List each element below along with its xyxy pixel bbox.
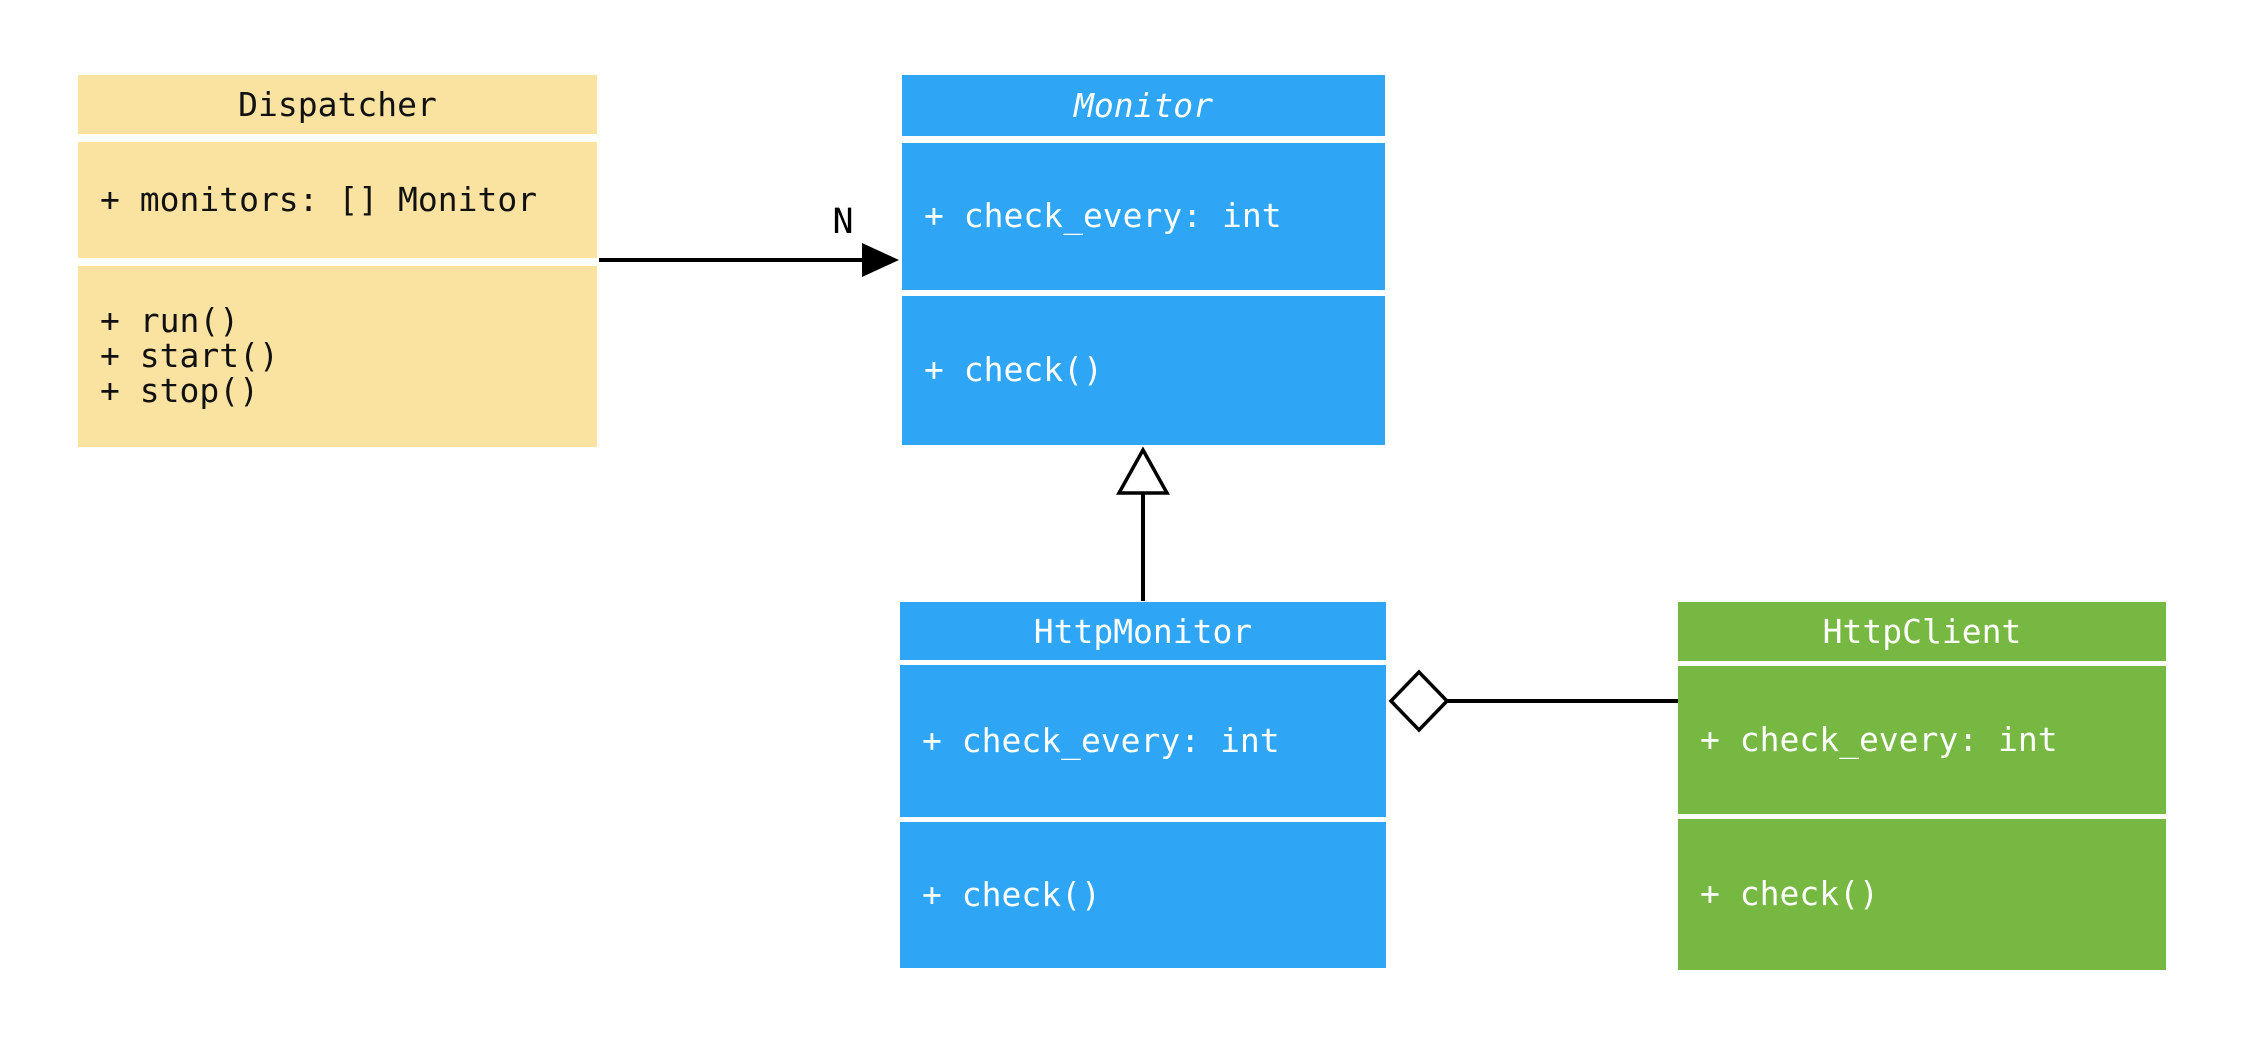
class-name: HttpMonitor	[1033, 611, 1253, 651]
class-box-httpmonitor: HttpMonitor + check_every: int + check()	[900, 602, 1386, 968]
method: + start()	[100, 336, 279, 376]
inheritance-edge-httpmonitor-monitor	[1116, 446, 1170, 601]
section-divider	[78, 258, 597, 266]
class-methods-section: + check()	[900, 822, 1386, 968]
class-attributes-section: + check_every: int	[1678, 666, 2166, 814]
attribute: + check_every: int	[924, 196, 1282, 236]
class-title-bar: HttpClient	[1678, 602, 2166, 661]
section-divider	[78, 134, 597, 142]
class-box-monitor: Monitor + check_every: int + check()	[902, 75, 1385, 445]
attribute: + check_every: int	[1700, 719, 2058, 759]
class-title-bar: Monitor	[902, 75, 1385, 136]
association-multiplicity-label: N	[832, 202, 854, 242]
class-attributes-section: + check_every: int	[902, 143, 1385, 290]
aggregation-edge-httpmonitor-httpclient	[1388, 669, 1679, 733]
class-name: HttpClient	[1822, 612, 2022, 651]
inheritance-triangle-icon	[1116, 446, 1170, 495]
class-name: Dispatcher	[238, 85, 437, 124]
attribute: + monitors: [] Monitor	[100, 179, 538, 219]
class-title-bar: Dispatcher	[78, 75, 597, 134]
arrowhead-icon	[862, 243, 899, 277]
class-name: Monitor	[1073, 86, 1214, 125]
class-methods-section: + run() + start() + stop()	[78, 266, 597, 447]
method: + check()	[922, 874, 1101, 914]
method: + check()	[1700, 874, 1879, 914]
class-methods-section: + check()	[1678, 819, 2166, 970]
class-attributes-section: + check_every: int	[900, 665, 1386, 817]
method: + run()	[100, 301, 240, 341]
class-methods-section: + check()	[902, 296, 1385, 445]
method: + stop()	[100, 370, 259, 410]
aggregation-diamond-icon	[1388, 669, 1450, 733]
attribute: + check_every: int	[922, 720, 1280, 760]
method: + check()	[924, 350, 1103, 390]
association-edge-dispatcher-monitor	[599, 243, 899, 277]
section-divider	[902, 136, 1385, 143]
class-box-dispatcher: Dispatcher + monitors: [] Monitor + run(…	[78, 75, 597, 447]
class-box-httpclient: HttpClient + check_every: int + check()	[1678, 602, 2166, 970]
class-title-bar: HttpMonitor	[900, 602, 1386, 660]
class-attributes-section: + monitors: [] Monitor	[78, 142, 597, 258]
